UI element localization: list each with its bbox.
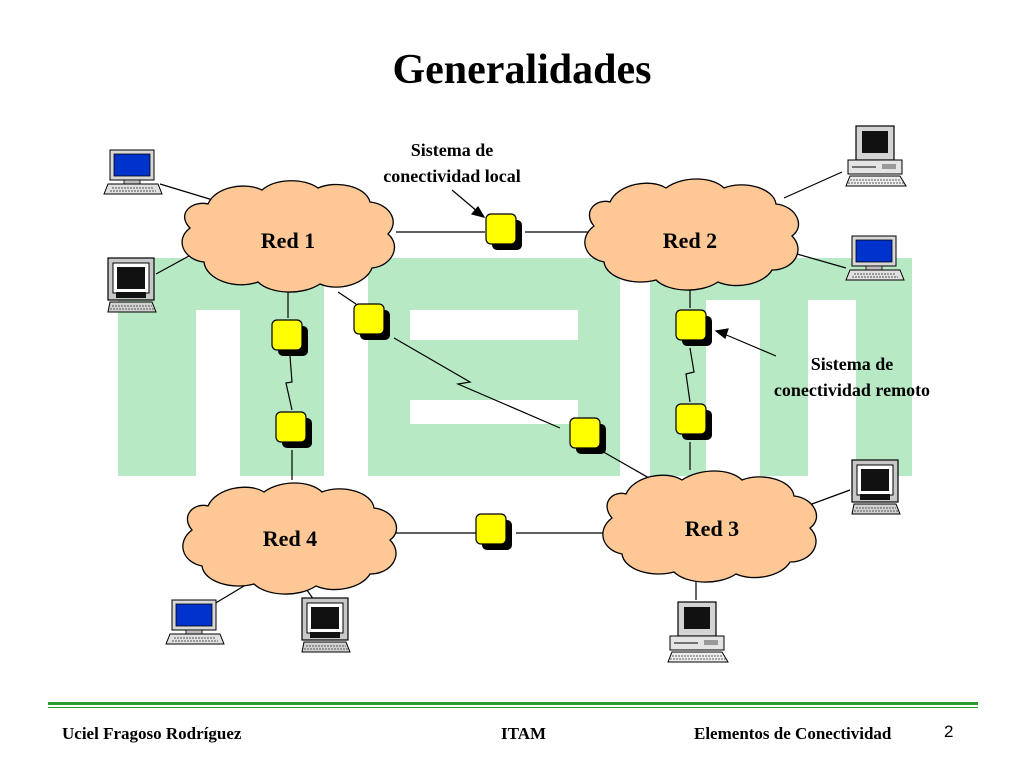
footer-rule [48,702,978,708]
label-remote-connectivity: Sistema de conectividad remoto [774,354,930,400]
callout-arrows [451,189,777,357]
cloud-red-2: Red 2 [584,178,800,291]
cloud-red-3: Red 3 [602,470,818,583]
itam-watermark [118,258,912,476]
cloud-label-red-2: Red 2 [663,228,717,253]
computer-icon-red4-left [165,599,225,645]
slide-title: Generalidades [392,47,652,93]
cloud-red-4: Red 4 [182,482,398,595]
computer-icon-red1-top [103,149,163,195]
label-local-line-2: conectividad local [383,166,521,186]
label-local-line-1: Sistema de [411,140,494,160]
cloud-red-1: Red 1 [181,180,396,293]
cloud-label-red-1: Red 1 [261,228,315,253]
footer-institution: ITAM [501,724,547,743]
page-number: 2 [944,722,954,741]
connection-lines [155,171,851,605]
local-connectivity-device [485,213,523,251]
computer-icon-red4-right [301,597,351,653]
local-connectivity-device-bottom [475,513,513,551]
computer-icon-red3-bottom [667,601,729,663]
footer-subject: Elementos de Conectividad [694,724,892,743]
footer-author: Uciel Fragoso Rodríguez [62,724,242,743]
cloud-label-red-3: Red 3 [685,516,739,541]
label-remote-line-1: Sistema de [811,354,894,374]
computer-icon-red2-top [845,125,907,187]
label-local-connectivity: Sistema de conectividad local [383,140,521,186]
computer-icon-red2-bottom [845,235,905,281]
computer-icon-red1-bottom [107,257,157,313]
computer-icon-red3-right [851,459,901,515]
label-remote-line-2: conectividad remoto [774,380,930,400]
cloud-label-red-4: Red 4 [263,526,317,551]
